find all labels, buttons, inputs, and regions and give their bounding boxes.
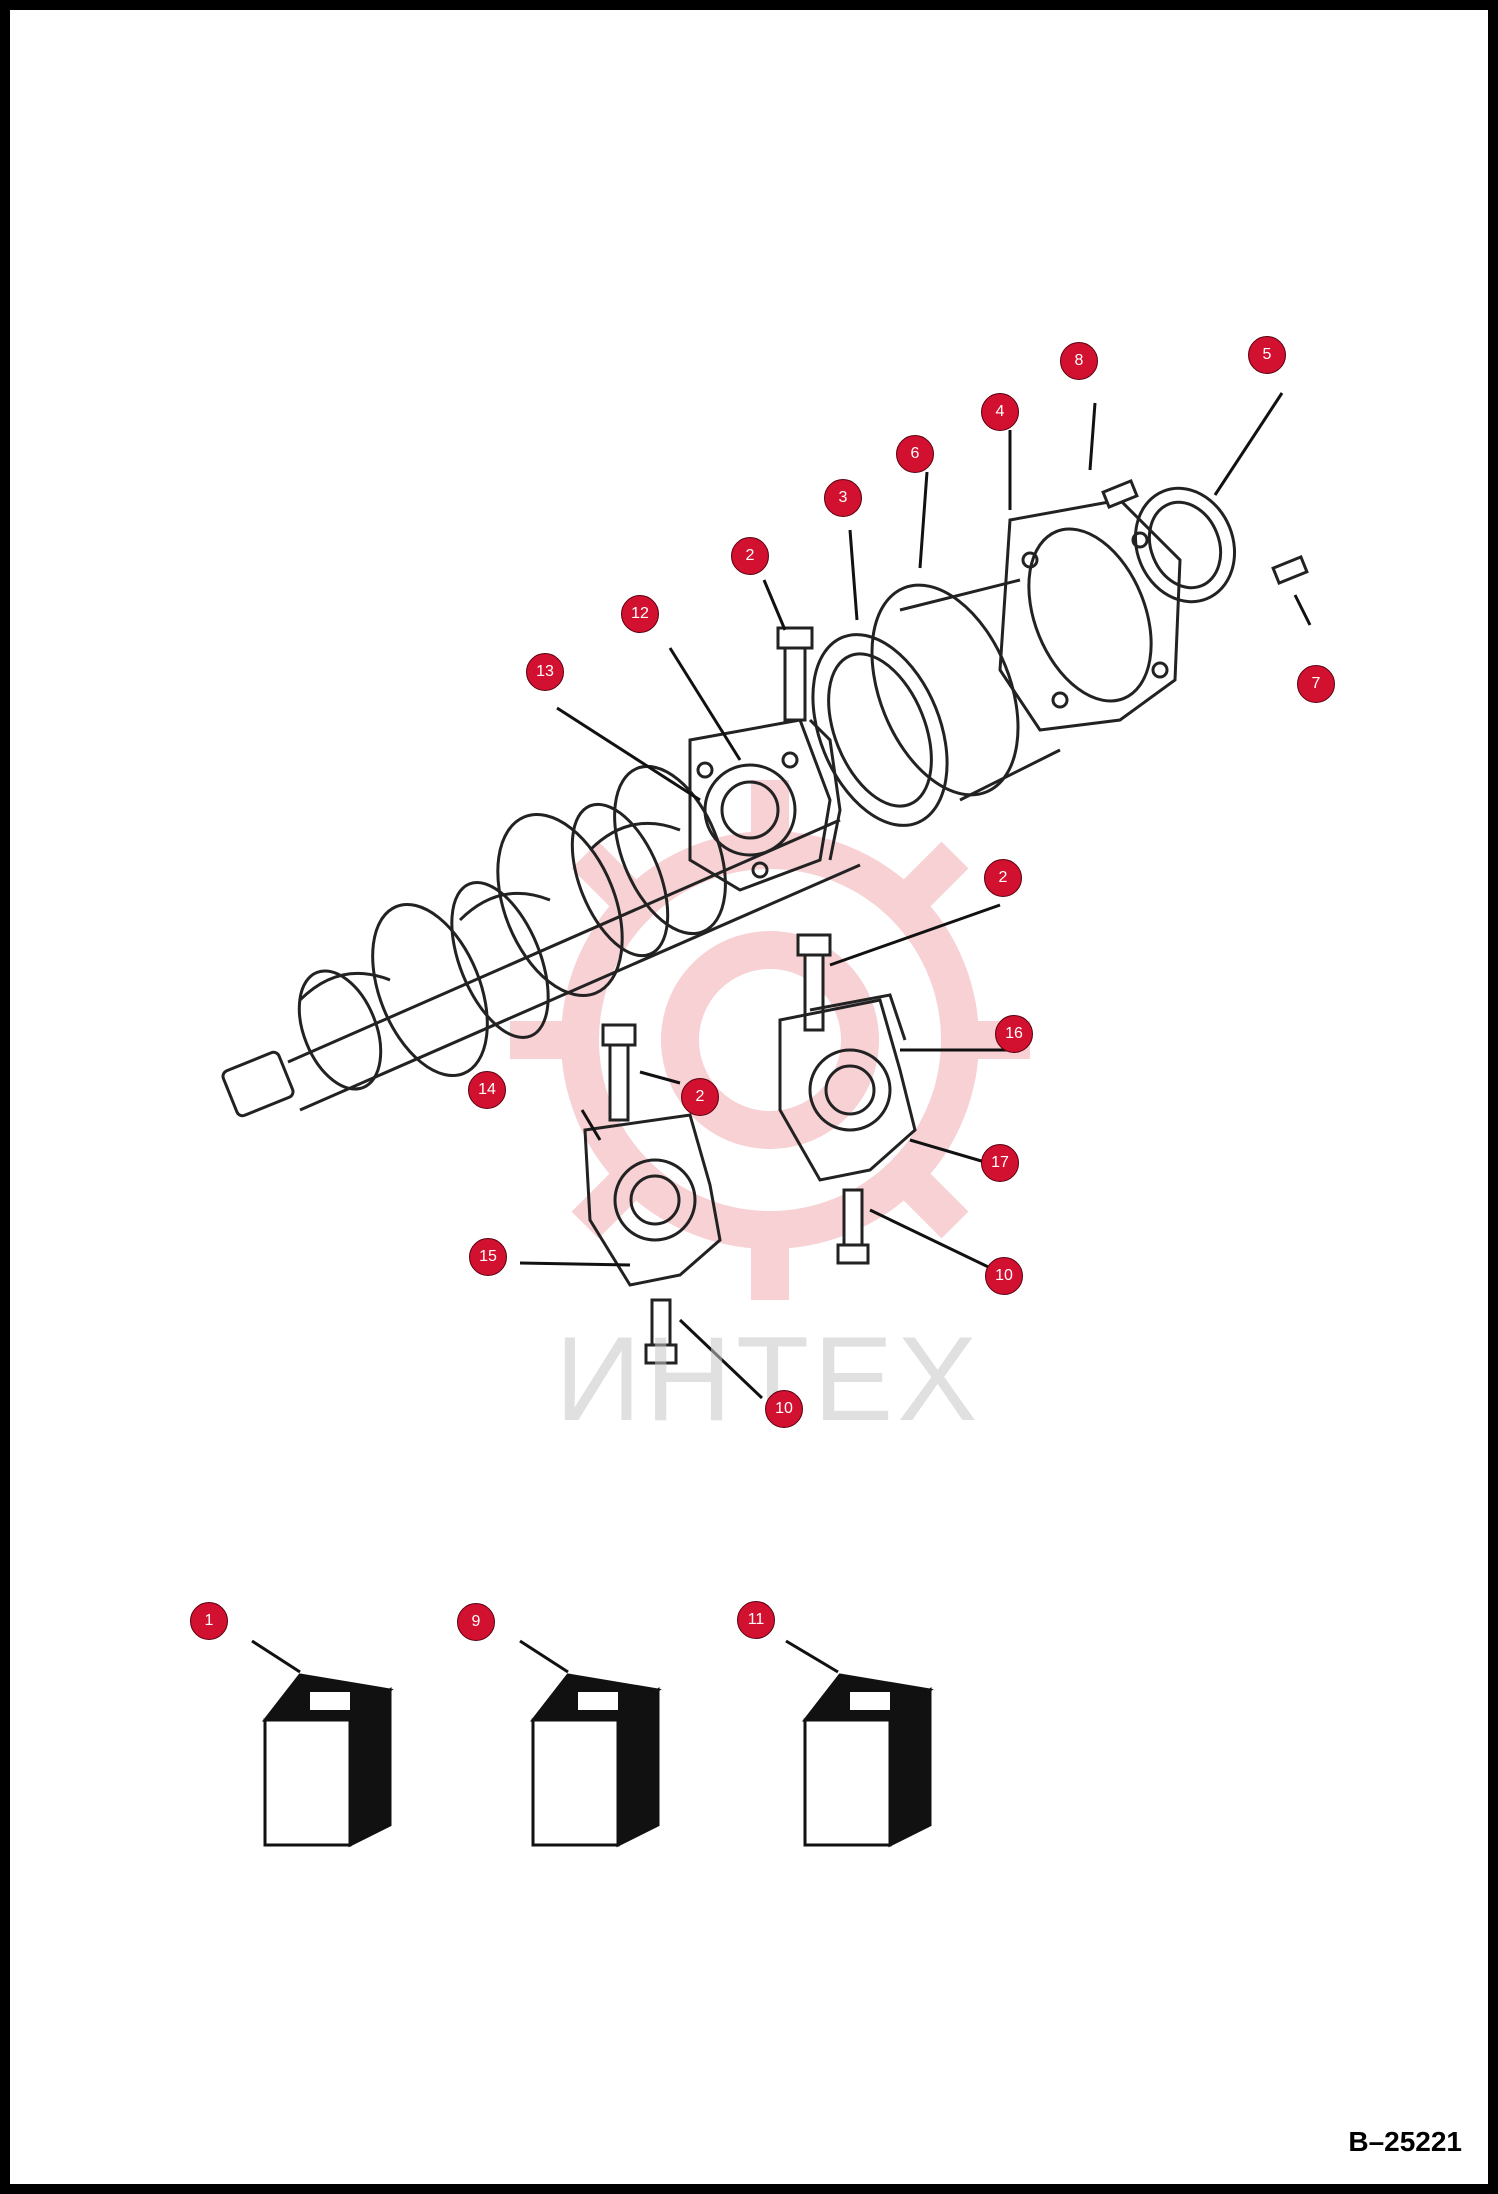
kit-box-11: [801, 1673, 934, 1848]
callout-10[interactable]: 10: [765, 1390, 803, 1428]
callout-2[interactable]: 2: [731, 537, 769, 575]
kit-box-9: [529, 1673, 662, 1848]
callout-11[interactable]: 11: [737, 1601, 775, 1639]
watermark-text: ИНТЕХ: [555, 1312, 982, 1446]
figure-number: B–25221: [1348, 2126, 1462, 2157]
leader-lines: [251, 392, 1312, 1674]
callout-16[interactable]: 16: [995, 1015, 1033, 1053]
crankshaft: [221, 764, 861, 1118]
callout-12[interactable]: 12: [621, 595, 659, 633]
callout-7[interactable]: 7: [1297, 665, 1335, 703]
callout-13[interactable]: 13: [526, 653, 564, 691]
seal-housing-6: [870, 578, 1061, 802]
watermark-logo: [510, 780, 1030, 1300]
callout-4[interactable]: 4: [981, 393, 1019, 431]
callout-10[interactable]: 10: [985, 1257, 1023, 1295]
bolts: [601, 479, 1309, 1365]
callout-2[interactable]: 2: [984, 859, 1022, 897]
callout-9[interactable]: 9: [457, 1603, 495, 1641]
callout-1[interactable]: 1: [190, 1602, 228, 1640]
callout-8[interactable]: 8: [1060, 342, 1098, 380]
oil-seal-5: [1133, 486, 1237, 604]
callout-14[interactable]: 14: [468, 1071, 506, 1109]
callout-6[interactable]: 6: [896, 435, 934, 473]
flange-4: [998, 498, 1182, 732]
gasket-3: [811, 633, 949, 827]
callout-15[interactable]: 15: [469, 1238, 507, 1276]
bearing-cap-16-17: [778, 993, 917, 1182]
callout-17[interactable]: 17: [981, 1144, 1019, 1182]
kit-box-1: [261, 1673, 394, 1848]
callout-5[interactable]: 5: [1248, 336, 1286, 374]
bearing-cap-14-15: [583, 1113, 722, 1287]
callout-3[interactable]: 3: [824, 479, 862, 517]
callout-2[interactable]: 2: [681, 1078, 719, 1116]
